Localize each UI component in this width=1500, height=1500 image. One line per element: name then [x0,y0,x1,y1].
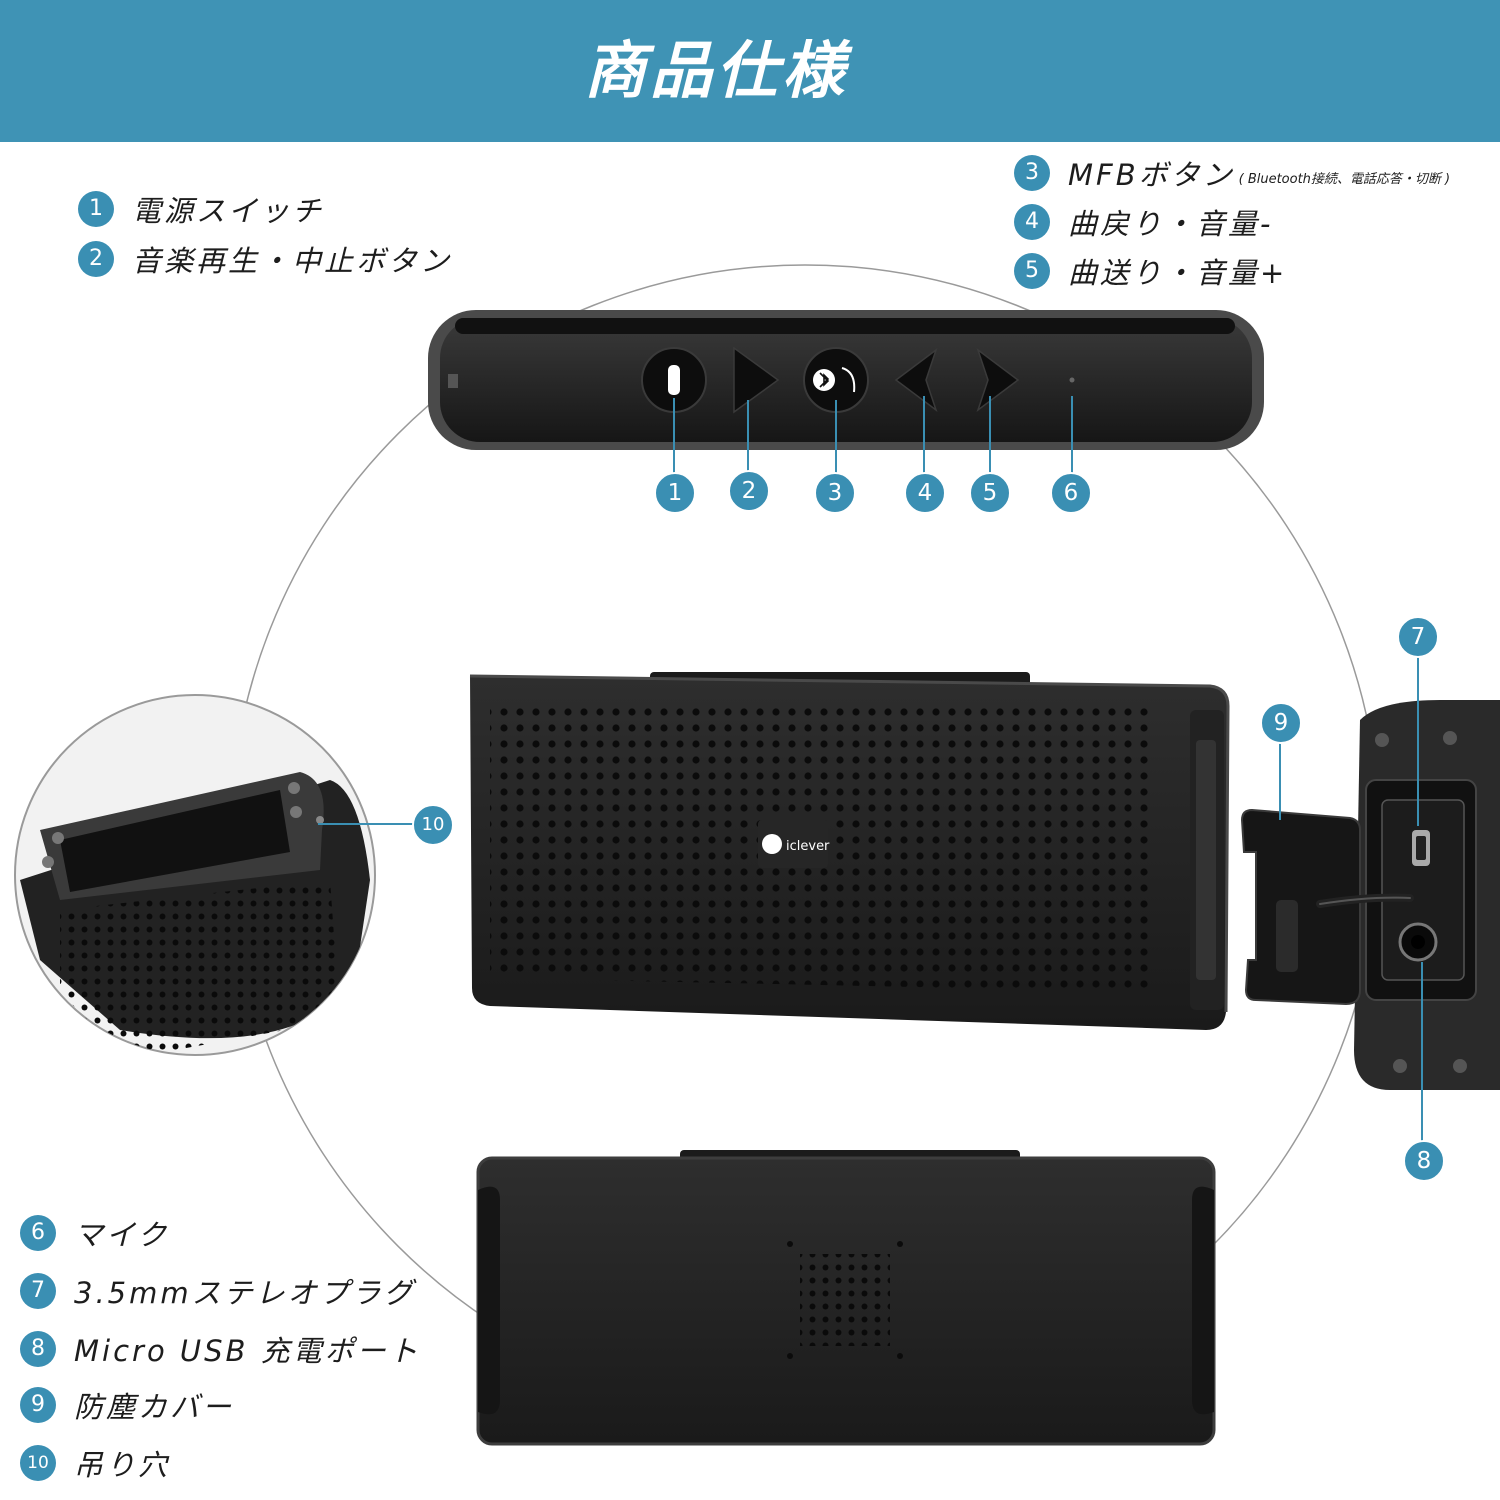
spec-item-hanging-hole: 10 吊り穴 [20,1442,170,1484]
spec-label: 曲戻り・音量- [1068,207,1274,241]
page-title: 商品仕様 [583,34,848,107]
spec-number-badge: 3 [1014,155,1050,191]
hanging-hole-closeup [14,694,376,1056]
callout-10: 10 [412,804,454,846]
next-button-graphic [976,347,1020,413]
spec-number-badge: 7 [20,1273,56,1309]
callout-3: 3 [814,472,856,514]
spec-item-dust-cover: 9 防塵カバー [20,1384,234,1426]
callout-5: 5 [969,472,1011,514]
spec-label: 曲送り・音量+ [1068,256,1288,290]
spec-item-microphone: 6 マイク [20,1212,169,1254]
play-button-graphic [733,346,780,414]
spec-label: 吊り穴 [74,1448,171,1482]
spec-label: 電源スイッチ [132,194,325,228]
spec-note: ( Bluetooth接続、電話応答・切断 ) [1238,171,1451,187]
callout-7: 7 [1397,616,1439,658]
spec-item-usb-port: 8 Micro USB 充電ポート [20,1328,421,1370]
spec-number-badge: 4 [1014,204,1050,240]
speaker-back-view [476,1150,1216,1446]
spec-label: 音楽再生・中止ボタン [132,244,453,278]
spec-item-power-switch: 1 電源スイッチ [78,188,324,230]
spec-label: 3.5mmステレオプラグ [74,1276,416,1310]
callout-2: 2 [728,470,770,512]
prev-button-graphic [894,347,938,413]
brand-logo: iclever [786,839,830,854]
callout-6: 6 [1050,472,1092,514]
spec-item-mfb-button: 3 MFBボタン ( Bluetooth接続、電話応答・切断 ) [1014,152,1450,194]
spec-label: Micro USB 充電ポート [74,1334,421,1368]
spec-item-stereo-plug: 7 3.5mmステレオプラグ [20,1270,416,1312]
speaker-side-view [1240,700,1500,1090]
spec-number-badge: 8 [20,1331,56,1367]
spec-number-badge: 10 [20,1445,56,1481]
spec-item-play-pause: 2 音楽再生・中止ボタン [78,238,452,280]
spec-number-badge: 5 [1014,253,1050,289]
header-banner: 商品仕様 [0,0,1500,142]
speaker-top-view [428,310,1264,450]
spec-number-badge: 9 [20,1387,56,1423]
callout-1: 1 [654,472,696,514]
spec-label: MFBボタン [1068,158,1235,192]
callout-8: 8 [1403,1140,1445,1182]
speaker-front-view: iclever [469,672,1230,1030]
mic-hole-graphic [1069,377,1075,383]
spec-label: 防塵カバー [74,1390,235,1424]
spec-item-next-volume-up: 5 曲送り・音量+ [1014,250,1287,292]
callout-9: 9 [1260,702,1302,744]
spec-number-badge: 2 [78,241,114,277]
callout-4: 4 [904,472,946,514]
spec-number-badge: 6 [20,1215,56,1251]
spec-number-badge: 1 [78,191,114,227]
spec-label: マイク [74,1218,170,1252]
spec-item-prev-volume-down: 4 曲戻り・音量- [1014,201,1273,243]
